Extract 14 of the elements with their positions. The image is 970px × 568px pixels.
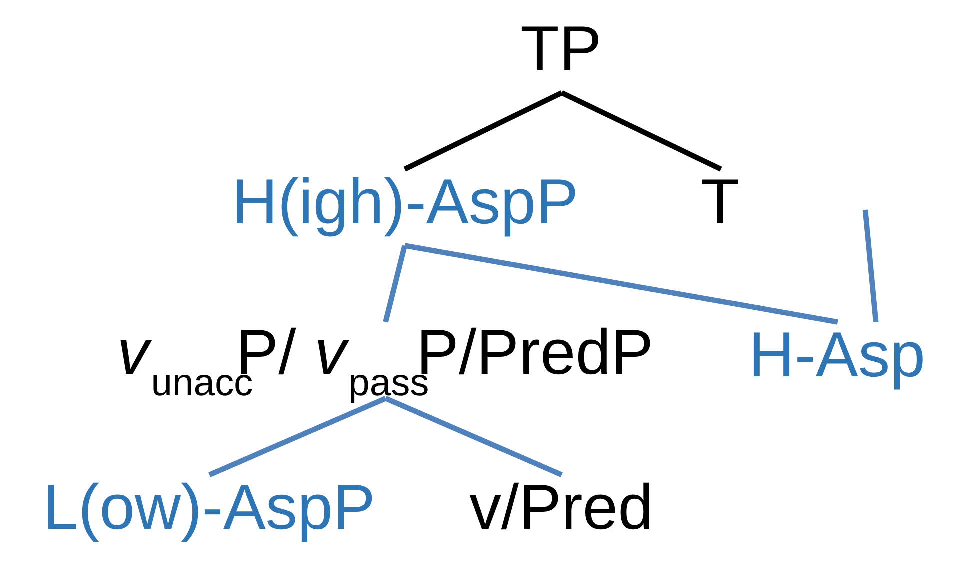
connector — [383, 245, 408, 323]
connector — [862, 210, 879, 322]
connector — [404, 90, 564, 172]
connector — [384, 396, 563, 478]
node-text: v/Pred — [470, 472, 654, 544]
connector — [404, 243, 838, 325]
node-text: TP — [520, 14, 602, 85]
connector — [208, 396, 387, 478]
node-text: T — [700, 166, 740, 238]
node-text: H(igh)-AspP — [232, 166, 579, 238]
node-text: v$_{unacc}$P/ v$_{pass}$P/PredP — [117, 317, 654, 405]
node-text: L(ow)-AspP — [42, 472, 376, 544]
connector — [560, 90, 722, 172]
node-text: H-Asp — [748, 319, 926, 390]
